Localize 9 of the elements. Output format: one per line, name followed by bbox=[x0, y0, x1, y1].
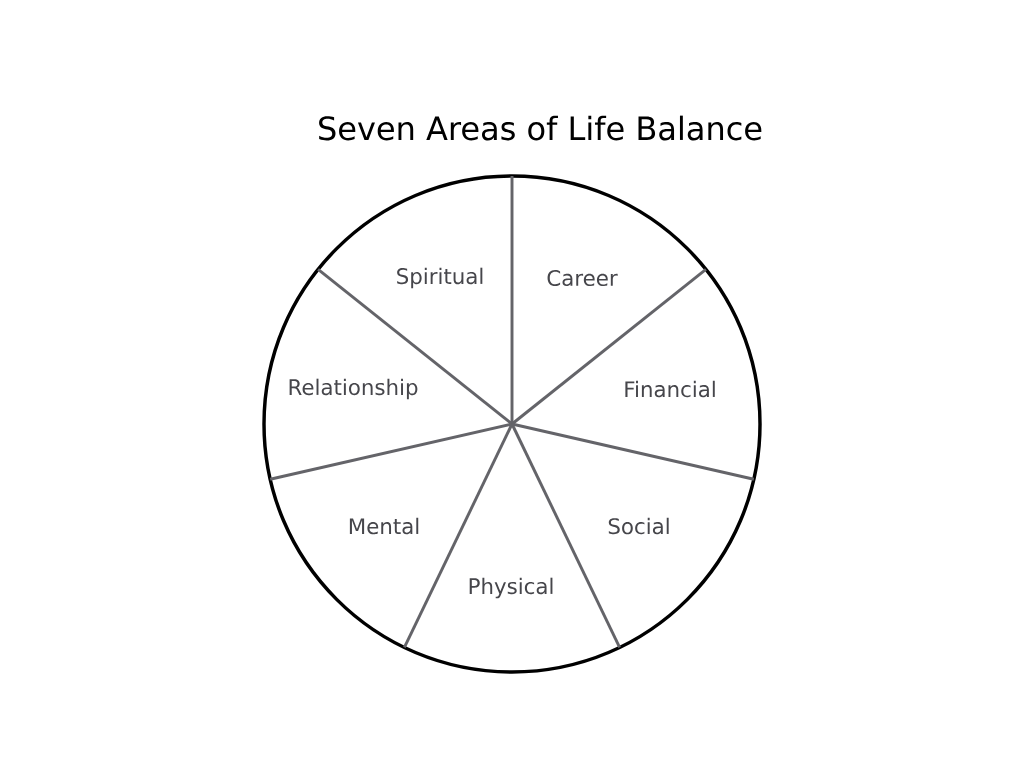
sector-label: Financial bbox=[625, 380, 715, 398]
title: Seven Areas of Life Balance bbox=[319, 115, 762, 141]
sector-label: Mental bbox=[349, 517, 419, 535]
sector-label: Spiritual bbox=[397, 267, 483, 289]
wheel-circle bbox=[262, 174, 762, 674]
sector-label: Relationship bbox=[289, 378, 418, 400]
sector-label: Physical bbox=[469, 577, 553, 599]
sector-label: Career bbox=[547, 269, 618, 287]
sector-label: Social bbox=[608, 517, 669, 535]
